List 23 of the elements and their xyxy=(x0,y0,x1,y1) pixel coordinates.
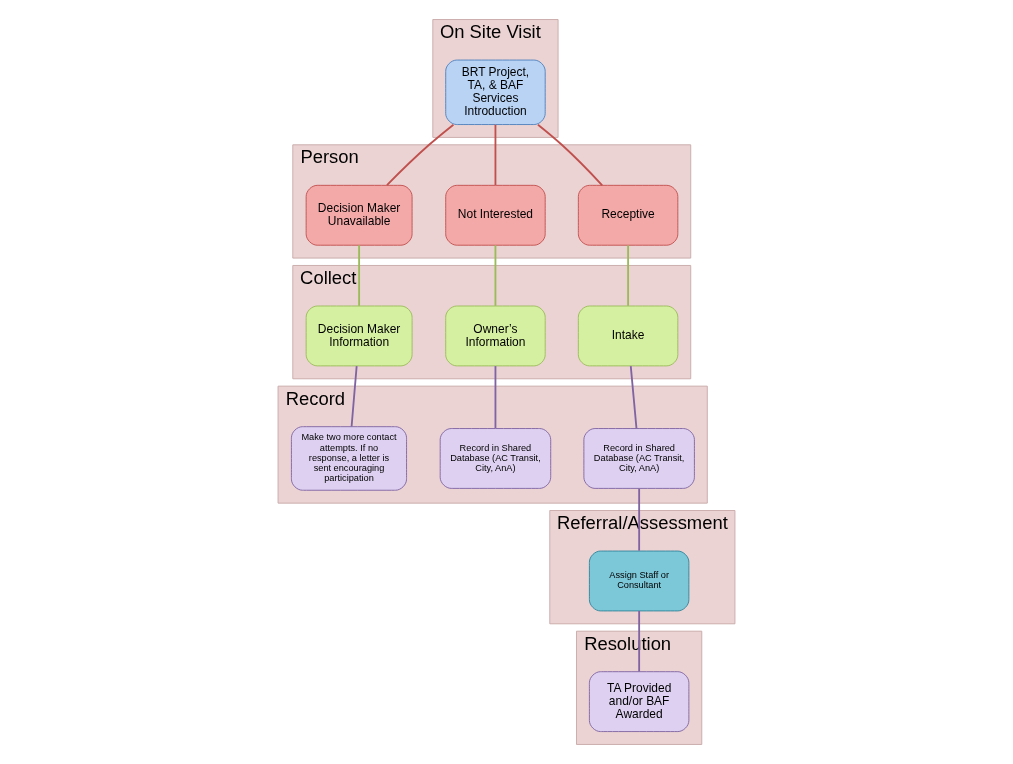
node-box: BRT Project, TA, & BAF Services Introduction xyxy=(445,59,546,125)
connector xyxy=(638,487,641,552)
node-box: TA Provided and/or BAF Awarded xyxy=(588,671,690,733)
connector xyxy=(494,123,497,186)
connector xyxy=(350,365,358,428)
node-box: Owner’s Information xyxy=(445,305,546,367)
node-box: Decision Maker Information xyxy=(305,305,413,367)
node-box: Record in Shared Database (AC Transit, City, AnA) xyxy=(439,428,552,489)
connector xyxy=(386,123,455,187)
connector xyxy=(358,244,361,307)
connector xyxy=(629,365,638,430)
node-box: Decision Maker Unavailable xyxy=(305,184,413,246)
node-box: Assign Staff or Consultant xyxy=(588,550,690,612)
node-box: Make two more contact attempts. If no response, a letter is sent encouraging participation xyxy=(290,426,407,491)
connector xyxy=(638,610,641,673)
connector xyxy=(627,244,629,307)
connector xyxy=(494,365,497,430)
node-box: Intake xyxy=(577,305,679,367)
node-box: Record in Shared Database (AC Transit, City, AnA) xyxy=(583,428,695,489)
connector xyxy=(537,123,604,187)
node-box: Not Interested xyxy=(445,184,546,246)
connector xyxy=(494,244,497,307)
node-box: Receptive xyxy=(577,184,679,246)
